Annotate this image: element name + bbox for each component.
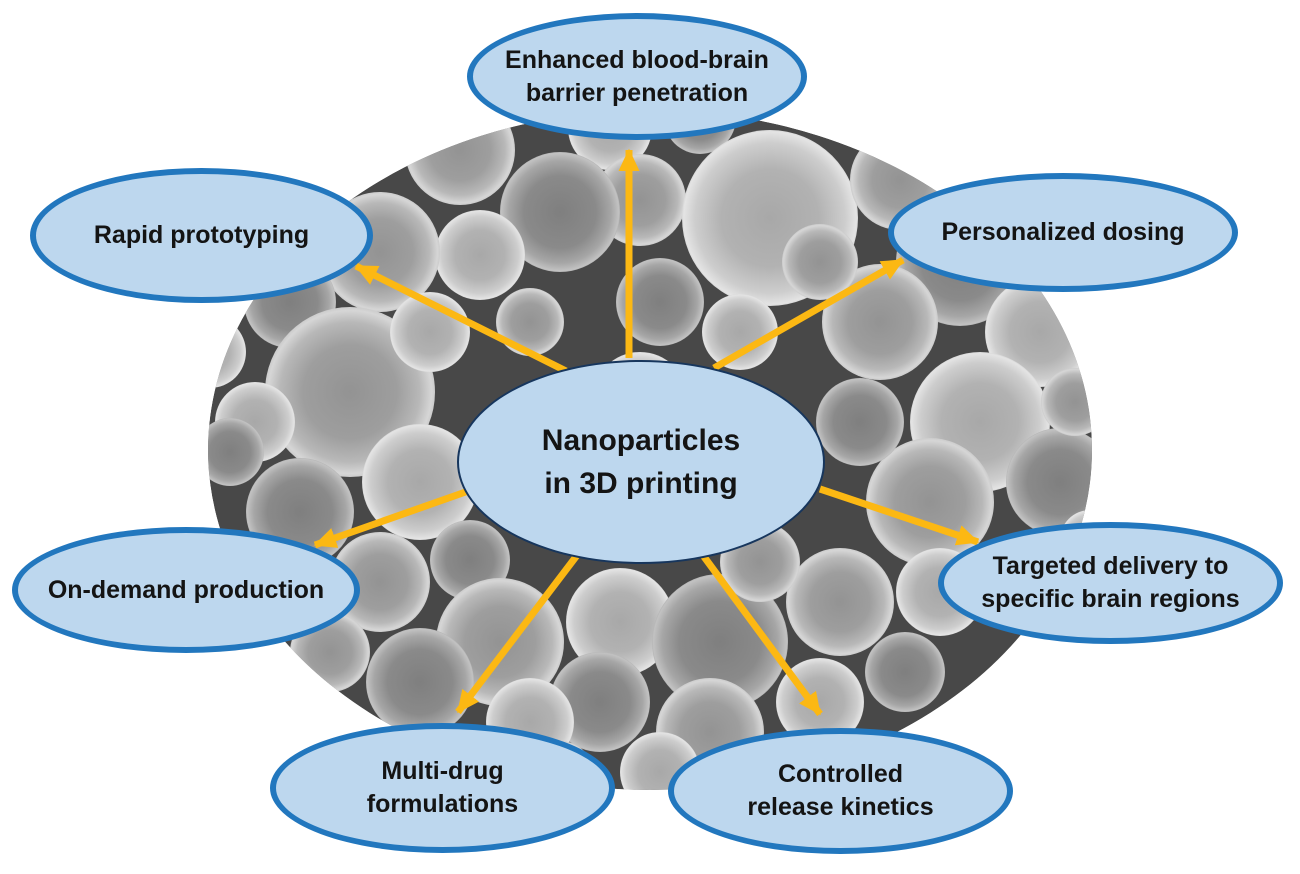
- node-label: Multi-drug formulations: [366, 757, 519, 818]
- arrow-bottom-left: [455, 551, 581, 715]
- node-on-demand-production: On-demand production: [12, 527, 360, 653]
- arrow-upper-left: [354, 262, 568, 375]
- node-personalized-dosing: Personalized dosing: [888, 173, 1238, 292]
- arrow-group: [313, 148, 980, 717]
- center-node-label: Nanoparticles in 3D printing: [541, 423, 741, 501]
- node-label: Rapid prototyping: [93, 221, 310, 249]
- arrow-right: [818, 485, 980, 546]
- node-label: Enhanced blood-brain barrier penetration: [505, 45, 769, 107]
- arrow-left: [313, 485, 476, 549]
- node-enhanced-bbb-penetration: Enhanced blood-brain barrier penetration: [467, 13, 807, 140]
- arrow-bottom-right: [699, 551, 823, 717]
- arrow-upper-right: [712, 256, 905, 372]
- node-label: Controlled release kinetics: [747, 760, 934, 821]
- node-label: Personalized dosing: [941, 218, 1185, 246]
- node-targeted-delivery: Targeted delivery to specific brain regi…: [938, 522, 1283, 644]
- node-label: Targeted delivery to specific brain regi…: [981, 552, 1240, 613]
- node-controlled-release-kinetics: Controlled release kinetics: [668, 728, 1013, 854]
- node-label: On-demand production: [47, 575, 325, 604]
- node-center-nanoparticles-3d-printing: Nanoparticles in 3D printing: [457, 360, 825, 564]
- node-rapid-prototyping: Rapid prototyping: [30, 168, 373, 303]
- node-multi-drug-formulations: Multi-drug formulations: [270, 723, 615, 853]
